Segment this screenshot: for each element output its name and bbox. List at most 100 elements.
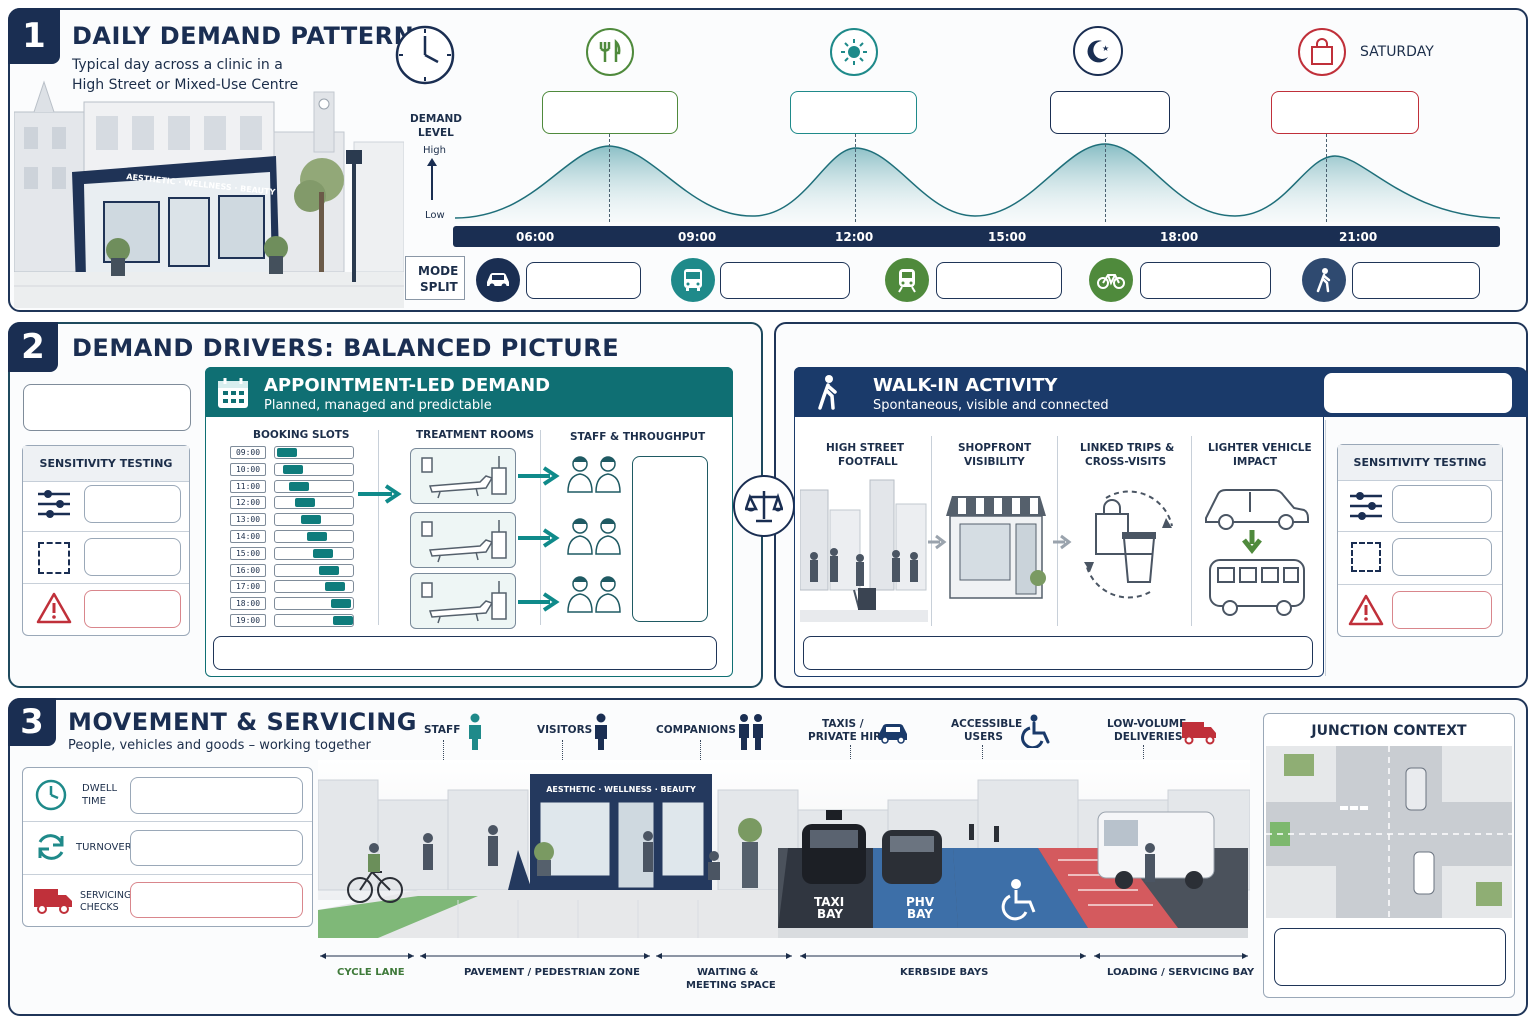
kerbside-label: KERBSIDE BAYS — [900, 967, 989, 978]
dashed-square-icon — [1351, 542, 1381, 572]
booking-slot-fill — [289, 482, 309, 491]
wheelchair-icon — [1021, 714, 1050, 748]
section-3-number: 3 — [8, 698, 56, 746]
peak-morning-box[interactable] — [542, 91, 678, 134]
walkin-title: WALK-IN ACTIVITY — [873, 375, 1058, 396]
clock-icon — [35, 779, 67, 811]
walkin-summary-box[interactable] — [803, 636, 1313, 670]
booking-slot-time: 09:00 — [230, 446, 266, 459]
walkin-vehicle-label-1: LIGHTER VEHICLE — [1208, 442, 1312, 454]
deliveries-label-2: DELIVERIES — [1114, 731, 1183, 743]
treatment-bed-icons — [421, 456, 507, 624]
walkin-subtitle: Spontaneous, visible and connected — [873, 398, 1109, 413]
taxis-label-1: TAXIS / — [822, 718, 864, 730]
left-sensitivity-range-box[interactable] — [84, 538, 181, 576]
sun-icon — [830, 28, 878, 76]
right-sensitivity-range-box[interactable] — [1392, 538, 1492, 576]
peak-evening-box[interactable] — [1050, 91, 1170, 134]
time-2100: 21:00 — [1339, 230, 1378, 244]
divider — [1338, 531, 1502, 532]
moon-icon: ★ — [1073, 26, 1123, 76]
left-sensitivity-risk-box[interactable] — [84, 590, 181, 628]
booking-slot-time: 18:00 — [230, 597, 266, 610]
clock-icon — [395, 25, 455, 85]
right-sensitivity-slider-box[interactable] — [1392, 485, 1492, 523]
mode-bus-box[interactable] — [720, 262, 850, 299]
mode-train-box[interactable] — [936, 262, 1062, 299]
booking-slot-fill — [277, 448, 297, 457]
booking-slot-time: 14:00 — [230, 530, 266, 543]
servicing-checks-label-2: CHECKS — [80, 902, 119, 913]
cycle-lane-label: CYCLE LANE — [337, 967, 405, 978]
right-sensitivity-title: SENSITIVITY TESTING — [1338, 445, 1502, 481]
bus-icon — [671, 258, 715, 302]
time-1500: 15:00 — [988, 230, 1027, 244]
calendar-icon — [218, 378, 248, 408]
lighter-vehicle-illustration — [1205, 489, 1309, 616]
walkin-visibility-label-1: SHOPFRONT — [958, 442, 1032, 454]
booking-slot-time: 16:00 — [230, 564, 266, 577]
appointment-title: APPOINTMENT-LED DEMAND — [264, 375, 551, 396]
train-icon — [885, 258, 929, 302]
booking-slot-bar — [274, 446, 354, 459]
section-1-title: DAILY DEMAND PATTERN — [72, 22, 415, 50]
arrow-footfall-to-shop-icon — [928, 534, 947, 550]
visitors-label: VISITORS — [537, 724, 593, 736]
peak-saturday-box[interactable] — [1271, 91, 1419, 134]
section-3-title: MOVEMENT & SERVICING — [68, 708, 417, 736]
zone-dimension-lines — [320, 953, 1248, 959]
booking-slots-header: BOOKING SLOTS — [253, 429, 350, 441]
left-summary-box[interactable] — [23, 384, 191, 431]
peak-midday-connector — [855, 134, 856, 222]
clinic-shopfront-illustration — [14, 80, 404, 308]
walkin-header-box[interactable] — [1324, 373, 1512, 413]
taxi-bay-label-1: TAXI — [814, 895, 845, 909]
high-street-footfall-illustration — [800, 479, 928, 622]
mode-car-box[interactable] — [526, 262, 641, 299]
turnover-box[interactable] — [130, 830, 303, 866]
walkin-linked-label-2: CROSS-VISITS — [1085, 456, 1167, 468]
divider — [23, 531, 189, 532]
left-sensitivity-title: SENSITIVITY TESTING — [23, 446, 189, 482]
svg-text:★: ★ — [1102, 44, 1109, 53]
arrow-shop-to-linked-icon — [1053, 534, 1072, 550]
staff-label: STAFF — [424, 724, 461, 736]
walkin-footfall-label-2: FOOTFALL — [838, 456, 898, 468]
staff-throughput-box[interactable] — [632, 456, 708, 622]
arrow-slots-to-rooms-icon — [358, 484, 402, 504]
time-0900: 09:00 — [678, 230, 717, 244]
time-0600: 06:00 — [516, 230, 555, 244]
fork-knife-icon — [586, 28, 634, 76]
junction-notes-box[interactable] — [1274, 928, 1506, 986]
booking-slot-fill — [313, 549, 333, 558]
warning-icon — [1348, 594, 1384, 626]
arrow-room1-icon — [518, 466, 560, 486]
left-sensitivity-slider-box[interactable] — [84, 485, 181, 523]
right-sensitivity-risk-box[interactable] — [1392, 591, 1492, 629]
companions-icon — [739, 714, 763, 750]
shopfront-visibility-illustration — [946, 496, 1046, 599]
booking-slot-bar — [274, 480, 354, 493]
section-2-number: 2 — [8, 322, 58, 372]
dwell-time-label-2: TIME — [82, 796, 107, 807]
mode-walk-box[interactable] — [1352, 262, 1480, 299]
dwell-time-box[interactable] — [130, 777, 303, 814]
phv-bay-label-2: BAY — [907, 907, 933, 921]
section-1-number: 1 — [8, 8, 60, 64]
time-1800: 18:00 — [1160, 230, 1199, 244]
mode-bicycle-box[interactable] — [1140, 262, 1271, 299]
walking-person-icon — [818, 375, 837, 410]
peak-evening-connector — [1105, 134, 1106, 222]
divider — [23, 821, 312, 822]
demand-curve — [455, 143, 1500, 222]
peak-midday-box[interactable] — [790, 91, 917, 134]
divider — [23, 583, 189, 584]
booking-slot-fill — [295, 498, 315, 507]
waiting-label-2: MEETING SPACE — [686, 980, 776, 991]
deliveries-label-1: LOW-VOLUME — [1107, 718, 1187, 730]
appointment-header — [205, 367, 733, 417]
appointment-summary-box[interactable] — [213, 636, 717, 670]
mode-split-label-1: MODE — [418, 264, 459, 278]
mode-split-label-2: SPLIT — [420, 280, 458, 294]
servicing-checks-box[interactable] — [130, 882, 303, 918]
